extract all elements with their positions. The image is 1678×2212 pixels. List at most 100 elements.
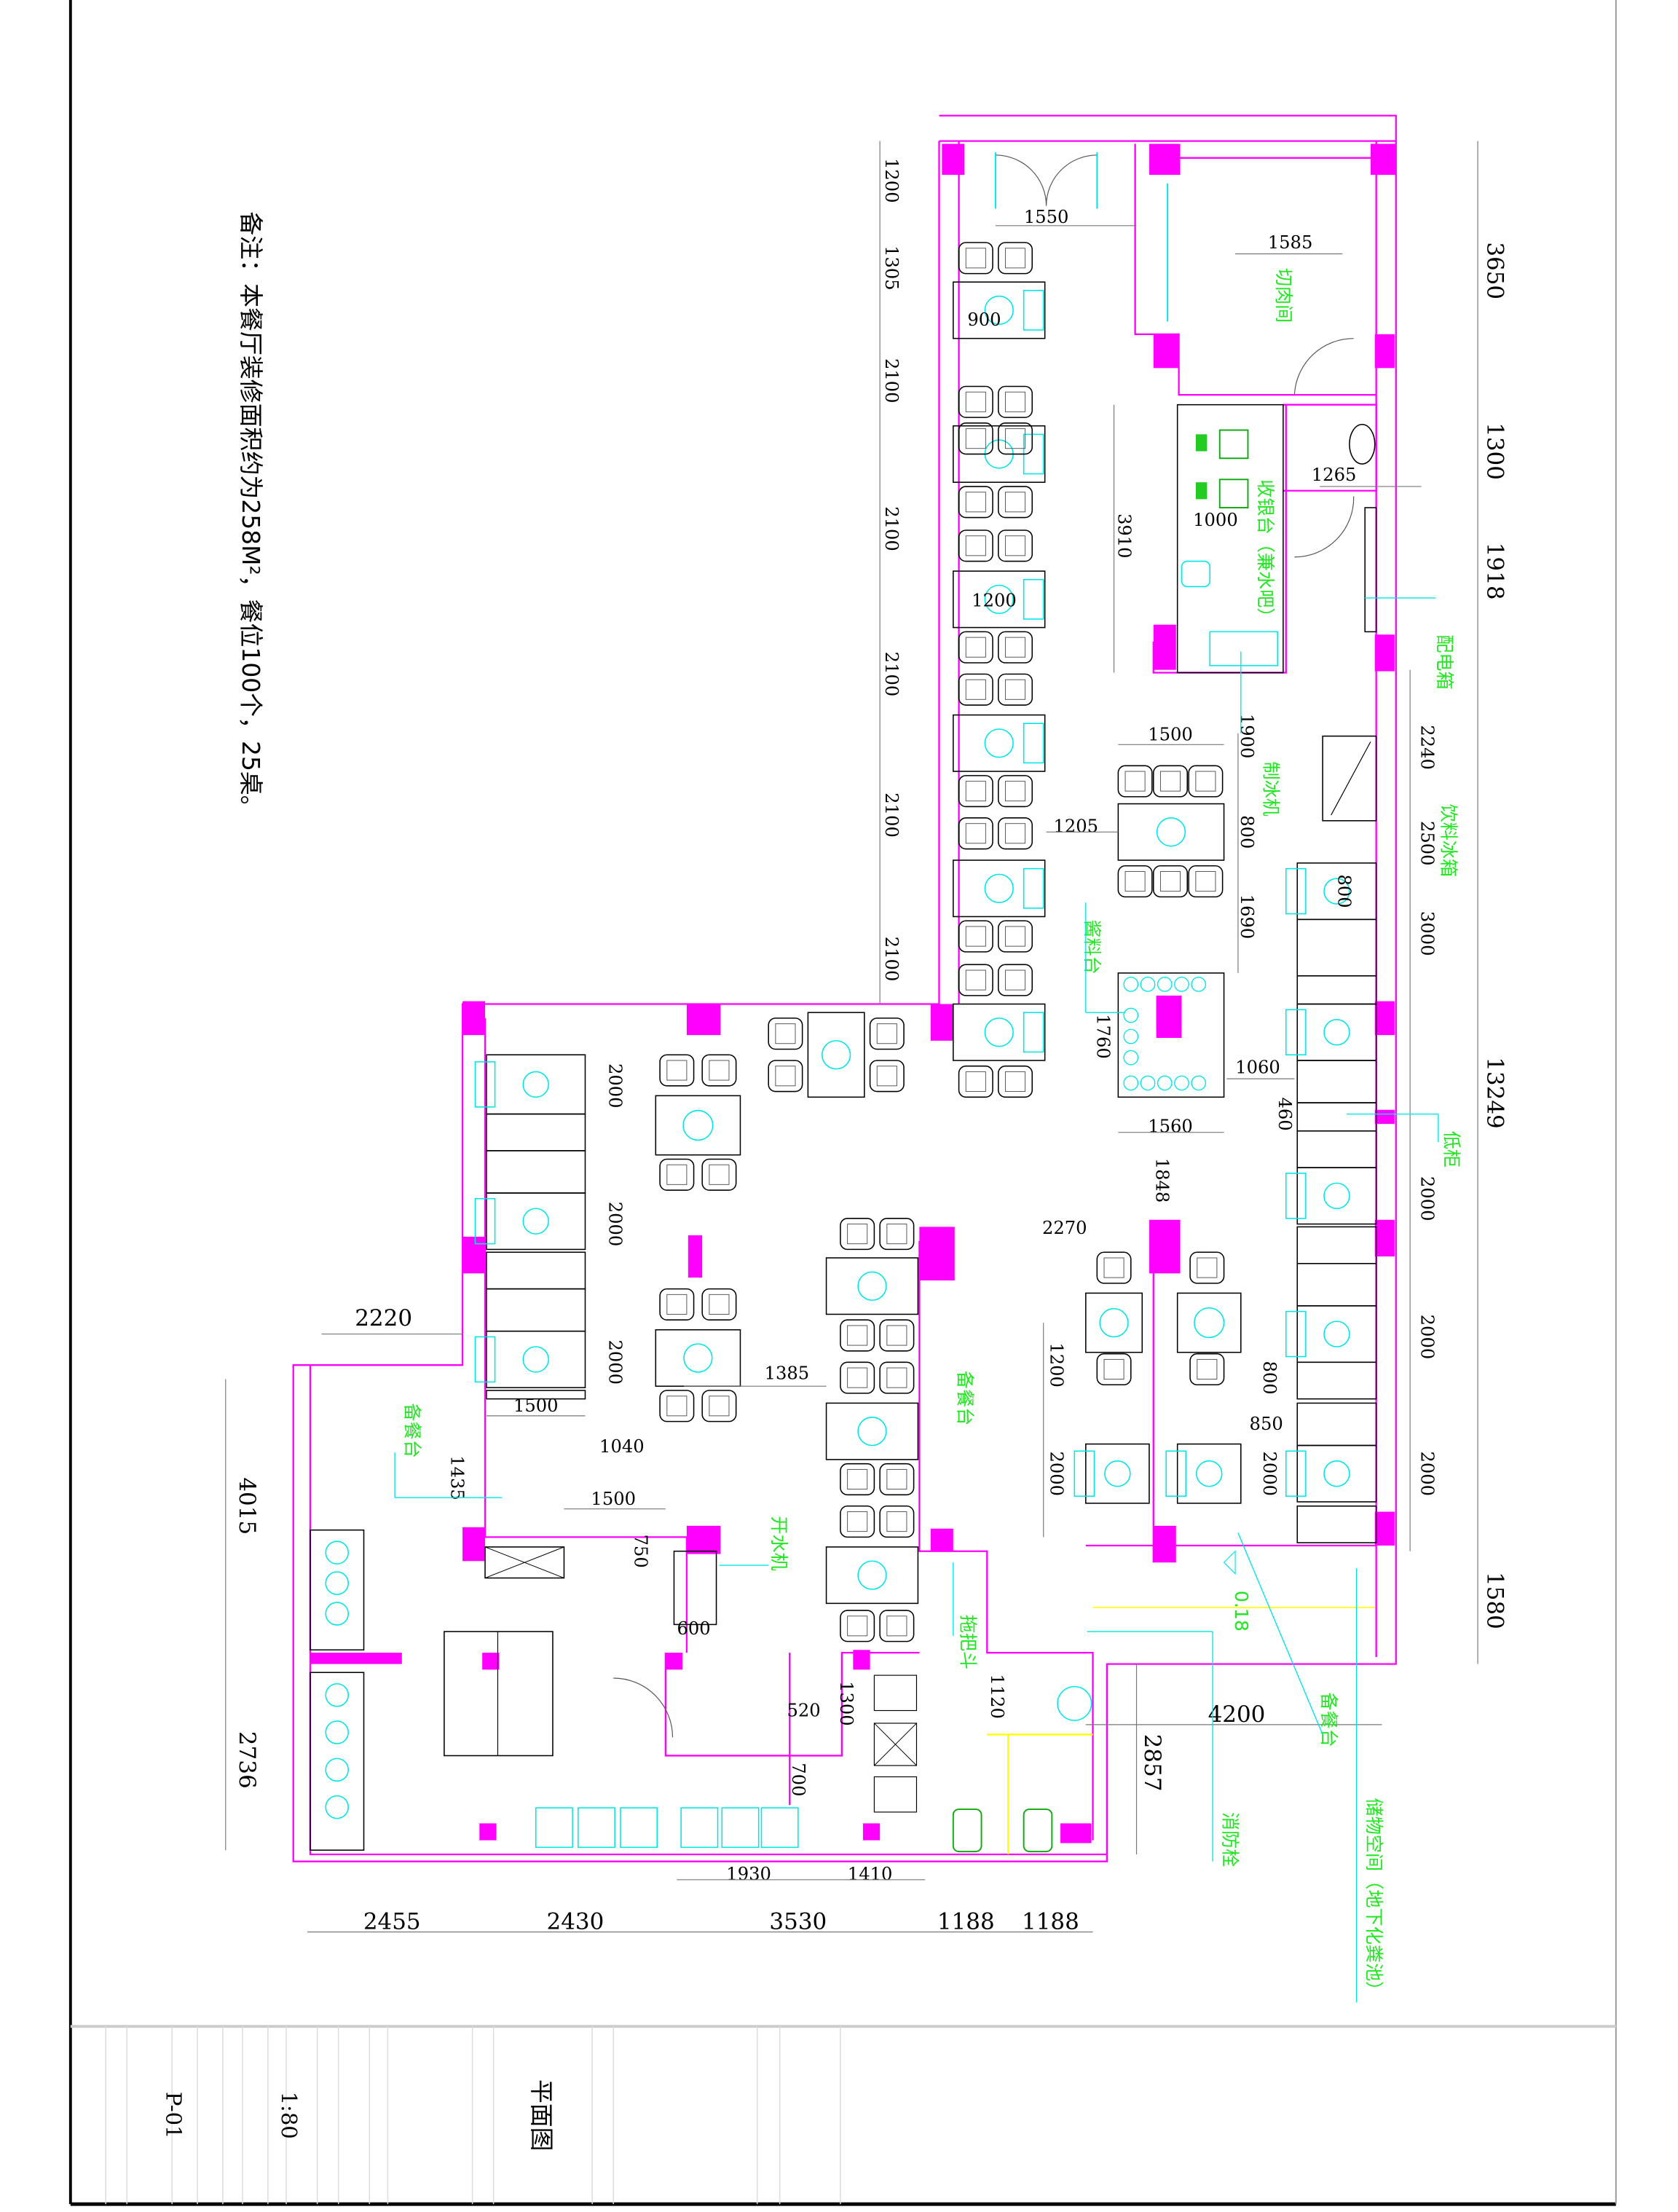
dimension-label: 1585: [1268, 232, 1313, 253]
chair-seat: [666, 1294, 688, 1315]
kitchen-work-table: [444, 1631, 554, 1757]
structural-column: [1149, 143, 1181, 176]
dimension-label: 4200: [1208, 1701, 1266, 1728]
table-center-mark: [984, 1018, 1014, 1047]
sauce-bowl: [1123, 977, 1139, 992]
tableware-tray: [474, 1197, 496, 1245]
chair: [998, 486, 1033, 519]
chair-seat: [886, 1224, 907, 1245]
table-center-mark: [522, 1208, 549, 1235]
table-center-mark: [1323, 878, 1350, 905]
structural-column: [942, 143, 965, 176]
chair: [958, 817, 993, 850]
chair: [998, 631, 1033, 664]
dining-table: [953, 714, 1046, 772]
chair: [659, 1390, 695, 1422]
elevator-shaft: [873, 1723, 918, 1766]
chair-seat: [775, 1023, 796, 1044]
structural-column: [862, 1823, 881, 1841]
chair-seat: [709, 1164, 730, 1185]
chair: [1188, 865, 1224, 898]
structural-column: [1374, 634, 1395, 672]
chair: [879, 1218, 915, 1251]
dimension-label: 1500: [513, 1396, 559, 1416]
tableware-tray: [1285, 1310, 1307, 1358]
chair: [879, 1506, 915, 1538]
dimension-label: 1848: [1152, 1158, 1173, 1203]
table-center-mark: [821, 1040, 851, 1070]
chair-seat: [965, 1071, 986, 1093]
room-label: 饮料冰箱: [1438, 804, 1460, 878]
chair-seat: [847, 1615, 868, 1637]
dimension-label: 2430: [547, 1909, 604, 1935]
chair-seat: [965, 926, 986, 947]
elevator-shaft-cross: [874, 1723, 917, 1766]
dimension-label: 1560: [1148, 1117, 1193, 1137]
chair-seat: [1004, 926, 1026, 947]
chair-seat: [965, 535, 986, 556]
structural-column: [462, 1236, 486, 1274]
tableware-tray: [1285, 1009, 1307, 1055]
cash-register: [1195, 482, 1208, 500]
chair: [998, 1065, 1033, 1098]
chair: [1189, 1353, 1225, 1386]
structural-column: [930, 1004, 953, 1041]
dimension-label: 2500: [1417, 821, 1438, 866]
tableware-tray: [1023, 723, 1044, 764]
table-center-mark: [1323, 1019, 1350, 1046]
dimension-label: 1690: [1237, 894, 1257, 940]
chair: [958, 775, 993, 808]
structural-column: [310, 1653, 402, 1664]
cashier-chair: [1218, 429, 1249, 460]
table-center-mark: [682, 1109, 714, 1141]
toilet-bowl: [1349, 423, 1376, 465]
dimension-label: 1200: [972, 591, 1017, 611]
sauce-bowl: [1174, 1075, 1189, 1091]
room-label: 开水机: [768, 1516, 789, 1570]
dimension-label: 2100: [881, 652, 902, 697]
dimension-label: 1435: [447, 1455, 468, 1500]
storage-shelf-cross: [484, 1546, 564, 1578]
chair-seat: [1103, 1257, 1124, 1278]
ice-machine: [1209, 631, 1278, 666]
table-center-mark: [522, 1346, 549, 1373]
door-swing: [1293, 338, 1354, 395]
chair: [840, 1506, 875, 1538]
room-label: 拖把斗: [957, 1615, 978, 1669]
chair: [659, 1288, 695, 1320]
dimension-label: 1410: [848, 1864, 893, 1884]
bar-sink: [1181, 560, 1210, 588]
dimension-label: 2000: [1417, 1315, 1438, 1360]
drawing-scale: 1:80: [277, 2092, 302, 2139]
chair-seat: [965, 823, 986, 844]
table-center-mark: [683, 1343, 713, 1373]
structural-column: [1374, 1109, 1395, 1125]
squat-toilet: [952, 1808, 982, 1853]
dimension-label: 1265: [1312, 465, 1357, 485]
table-center-mark: [857, 1560, 887, 1590]
chair: [840, 1319, 875, 1352]
chair-seat: [847, 1325, 868, 1346]
dimension-label: 1550: [1024, 207, 1069, 227]
chair: [879, 1319, 915, 1352]
dimension-label: 1200: [1046, 1342, 1066, 1388]
room-label: 消防栓: [1220, 1812, 1241, 1867]
sink-basin: [680, 1807, 719, 1849]
design-note: 备注：本餐厅装修面积约为258M²，餐位100个，25桌。: [237, 211, 265, 819]
chair: [869, 1060, 905, 1093]
dimension-label: 3000: [1417, 911, 1438, 956]
dimension-label: 1200: [881, 158, 902, 203]
structural-column: [1153, 334, 1179, 369]
booth-seat: [1176, 1443, 1242, 1504]
booth-seat: [1296, 1167, 1377, 1225]
sauce-bowl: [1123, 1028, 1139, 1044]
chair-seat: [1004, 535, 1026, 556]
structural-column: [853, 1650, 870, 1670]
structural-column: [930, 1528, 953, 1551]
chair-seat: [666, 1396, 688, 1417]
room-label: 备餐台: [955, 1371, 976, 1425]
chair: [958, 631, 993, 664]
chair: [840, 1463, 875, 1496]
chair-seat: [965, 969, 986, 991]
